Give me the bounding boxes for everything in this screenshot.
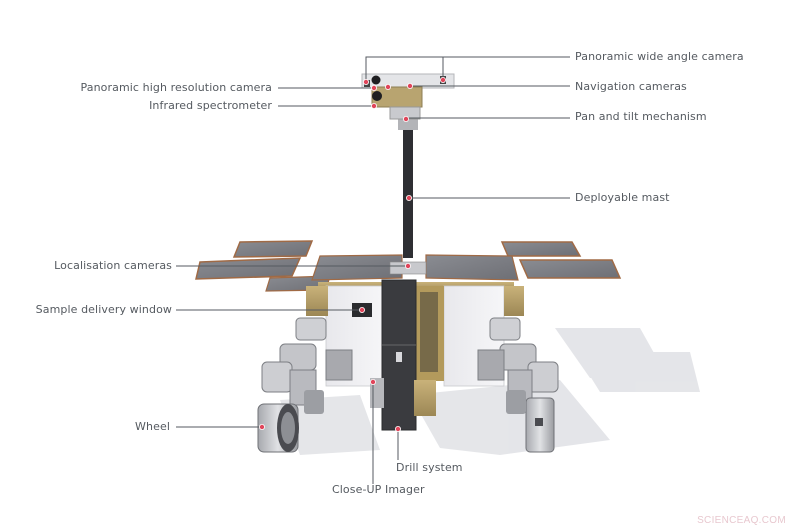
deployable-mast-shape — [398, 116, 418, 258]
solar-panel-right — [500, 241, 622, 279]
wheel-front-right — [525, 397, 555, 453]
top-deck — [311, 254, 519, 281]
label-wheel: Wheel — [135, 420, 170, 433]
leader-lines — [176, 56, 570, 484]
label-panoramic-high-resolution-camera: Panoramic high resolution camera — [80, 81, 272, 94]
drill-box — [370, 279, 436, 431]
marker-dots — [258, 77, 446, 432]
label-localisation-cameras: Localisation cameras — [54, 259, 172, 272]
label-sample-delivery-window: Sample delivery window — [35, 303, 172, 316]
label-infrared-spectrometer: Infrared spectrometer — [149, 99, 272, 112]
wheel-rear — [304, 390, 526, 414]
label-navigation-cameras: Navigation cameras — [575, 80, 687, 93]
watermark: SCIENCEAQ.COM — [697, 515, 786, 526]
label-panoramic-wide-angle-camera: Panoramic wide angle camera — [575, 50, 744, 63]
wheel-front-left — [257, 403, 299, 453]
label-close-up-imager: Close-UP Imager — [332, 483, 425, 496]
label-pan-and-tilt-mechanism: Pan and tilt mechanism — [575, 110, 707, 123]
label-deployable-mast: Deployable mast — [575, 191, 670, 204]
label-drill-system: Drill system — [396, 461, 463, 474]
